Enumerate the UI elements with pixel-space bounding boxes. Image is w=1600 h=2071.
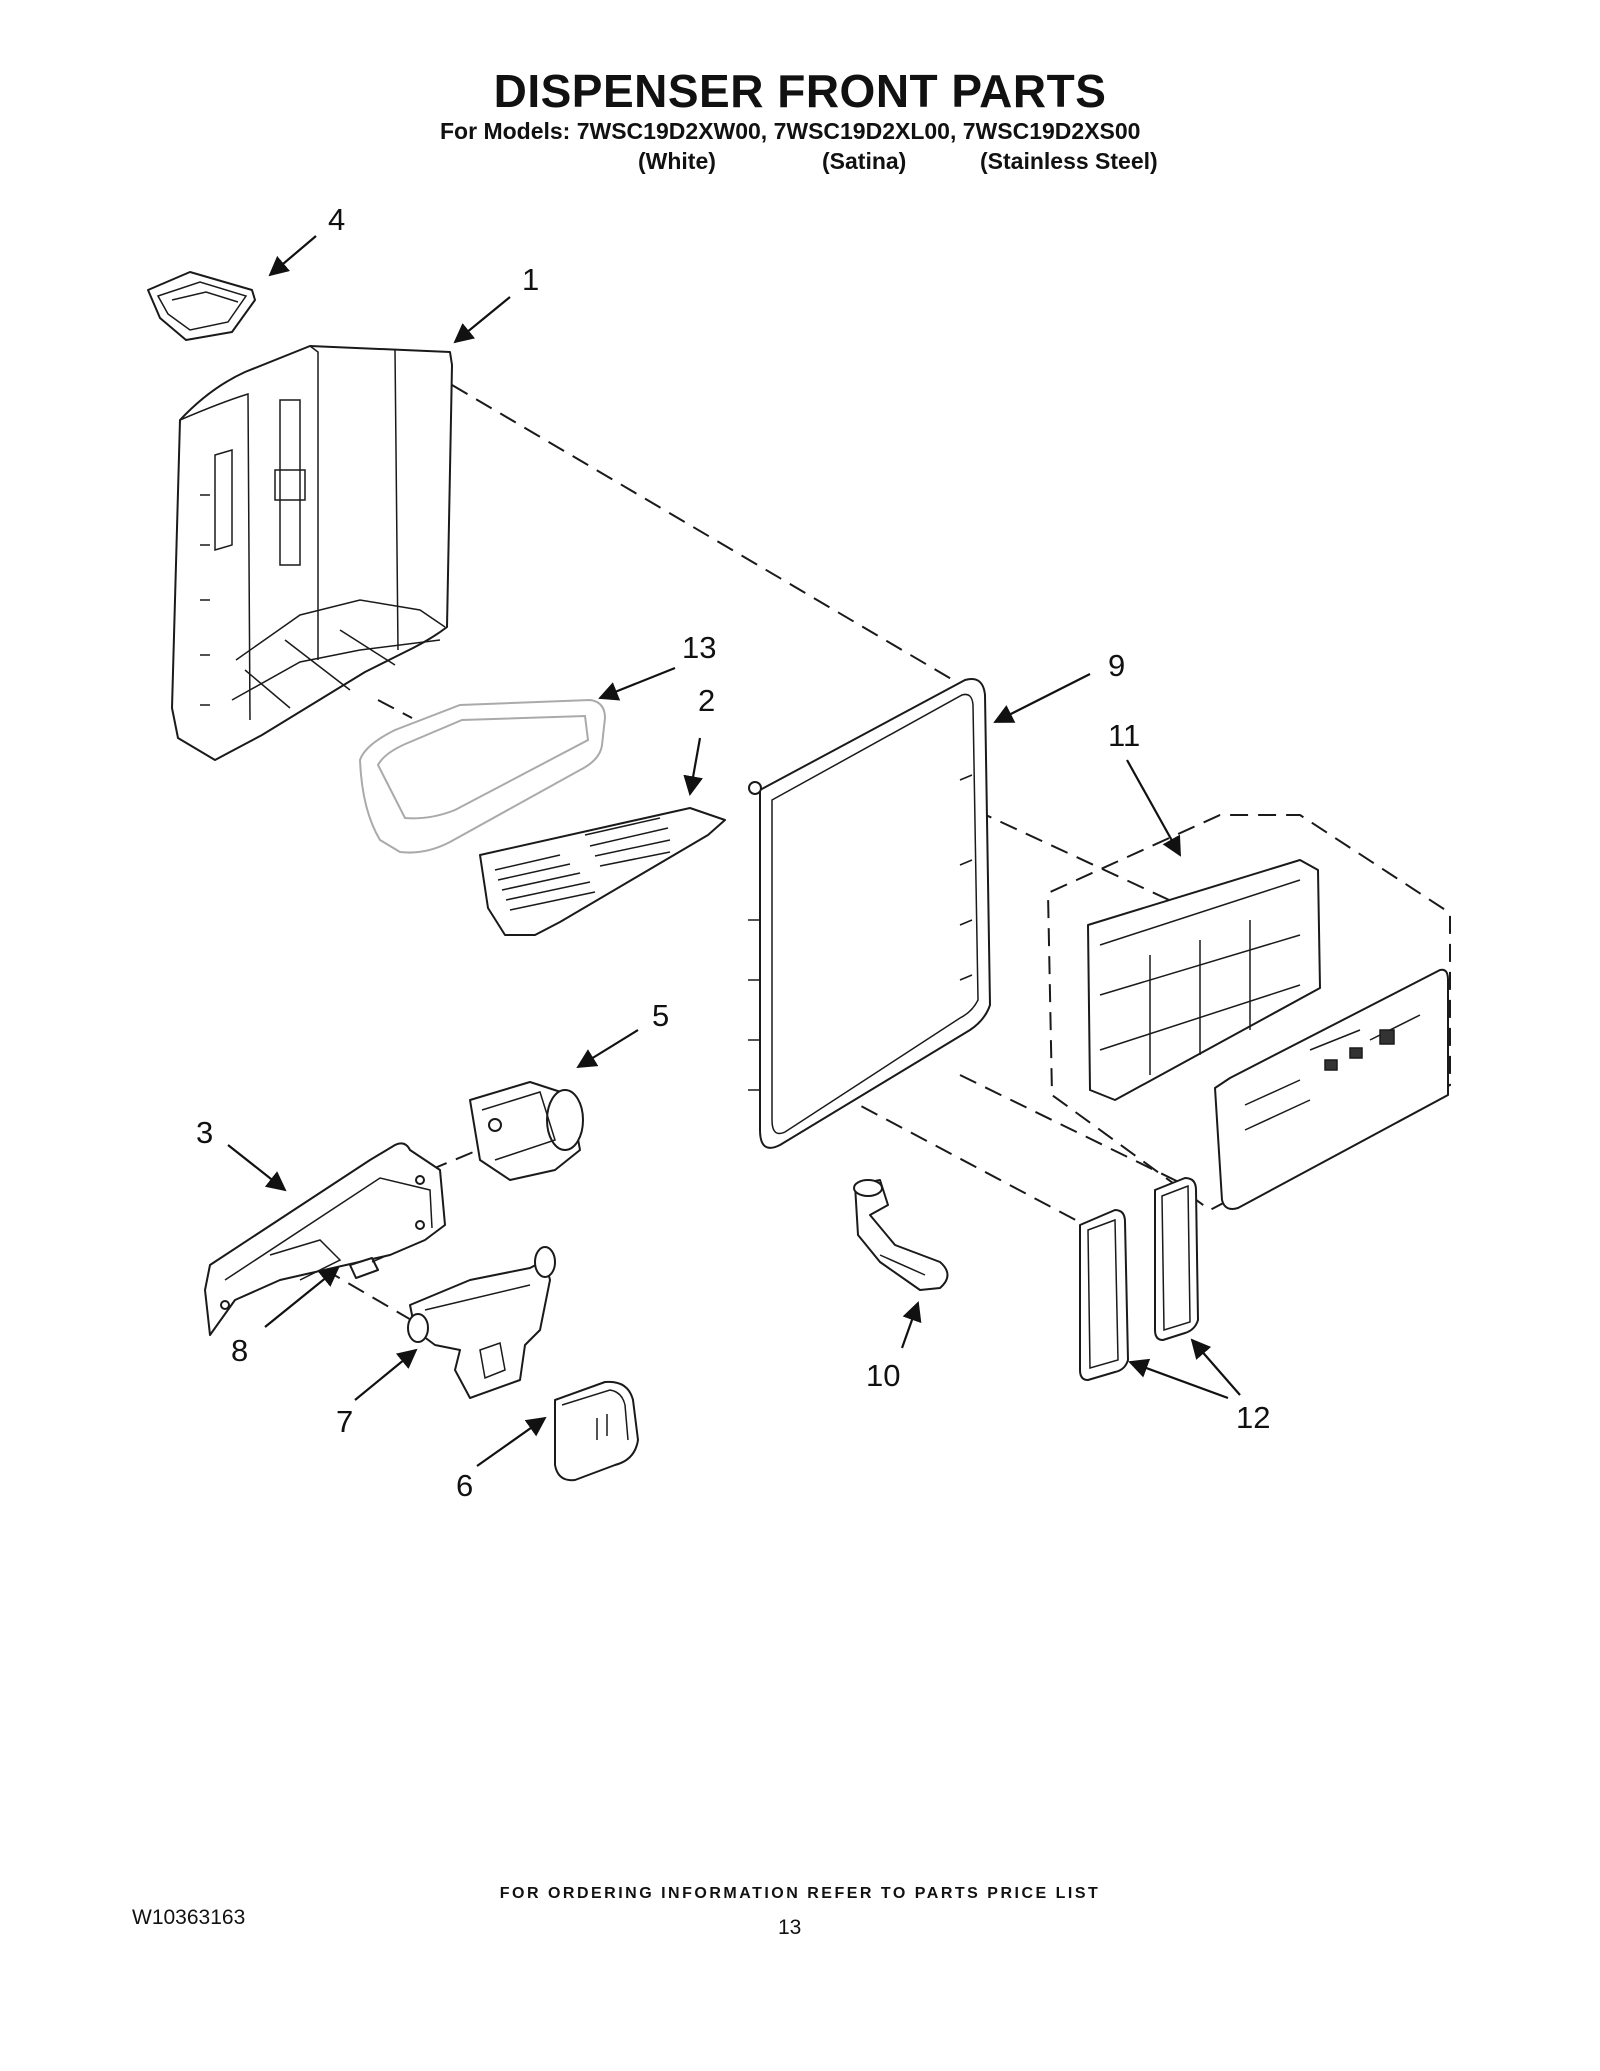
part-8-screw [349, 1254, 389, 1279]
part-11-control-panel [1087, 859, 1449, 1210]
callout-4: 4 [328, 202, 345, 237]
document-number: W10363163 [132, 1906, 246, 1929]
page-title: DISPENSER FRONT PARTS [493, 65, 1107, 117]
assembly-dash-lines [299, 384, 1451, 1329]
callout-6: 6 [456, 1468, 473, 1503]
part-5-motor [469, 1081, 584, 1181]
leader-arrows [227, 235, 1241, 1467]
ordering-note: FOR ORDERING INFORMATION REFER TO PARTS … [499, 1885, 1101, 1902]
callout-9: 9 [1108, 648, 1125, 683]
variant-stainless: (Stainless Steel) [980, 148, 1158, 174]
callout-2: 2 [698, 683, 715, 718]
callout-13: 13 [682, 630, 716, 665]
part-6-paddle [554, 1380, 639, 1482]
part-12-pad-covers [1079, 1177, 1199, 1381]
callout-3: 3 [196, 1115, 213, 1150]
callout-11: 11 [1108, 718, 1140, 753]
part-13-drip-tray [358, 698, 607, 854]
callout-7: 7 [336, 1404, 353, 1439]
page-number: 13 [778, 1916, 802, 1939]
part-7-actuator [407, 1246, 556, 1399]
callout-8: 8 [231, 1333, 248, 1368]
callout-1: 1 [522, 262, 539, 297]
part-4-ice-chute-cup [147, 271, 256, 341]
part-1-dispenser-housing [171, 345, 453, 761]
part-10-water-tube [853, 1179, 949, 1291]
variant-satina: (Satina) [822, 148, 907, 174]
models-line: For Models: 7WSC19D2XW00, 7WSC19D2XL00, … [440, 118, 1141, 144]
callout-5: 5 [652, 998, 669, 1033]
part-3-bracket [204, 1142, 446, 1336]
variant-white: (White) [638, 148, 716, 174]
callout-12: 12 [1236, 1400, 1270, 1435]
callout-10: 10 [866, 1358, 900, 1393]
part-9-gasket-frame [748, 678, 991, 1149]
part-2-grille [479, 807, 726, 936]
